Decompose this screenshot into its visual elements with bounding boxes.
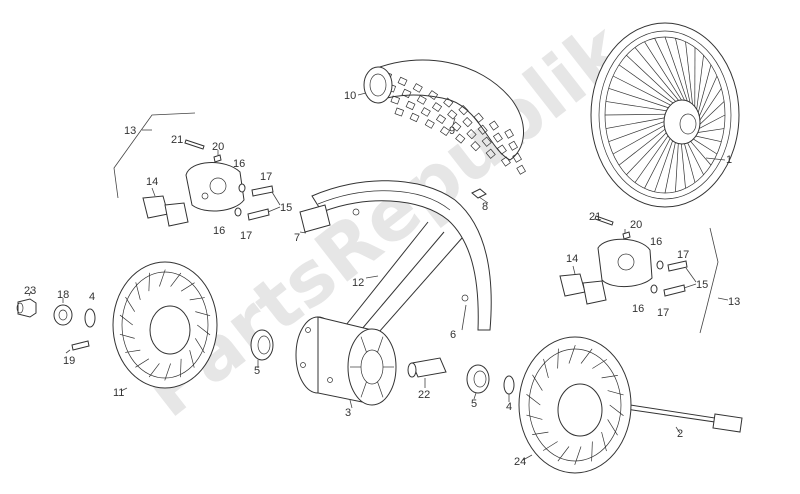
part-18-bushing[interactable] [53,304,73,326]
part-21-pin-left[interactable] [184,139,205,150]
part-21-pin-right[interactable] [594,215,614,226]
callout-4: 4 [506,401,512,413]
callout-1: 1 [726,154,732,166]
part-9-tyre[interactable] [371,59,526,175]
part-20-caliper-right[interactable] [597,231,653,287]
part-17-bolt-lower-left[interactable] [247,208,270,221]
callout-17: 17 [240,230,252,242]
callout-23: 23 [24,285,36,297]
part-4-washer-right[interactable] [503,375,515,395]
callout-4: 4 [89,291,95,303]
callout-6: 6 [450,329,456,341]
callout-16: 16 [233,158,245,170]
callout-22: 22 [418,389,430,401]
callout-14: 14 [146,176,158,188]
callout-19: 19 [63,355,75,367]
part-5-bearing-right[interactable] [466,364,490,394]
group-13-bracket-right [699,227,719,334]
part-5-bearing-left[interactable] [250,329,274,361]
part-17-bolt-upper-right[interactable] [667,260,688,272]
part-11-brake-disc[interactable] [112,261,218,389]
callout-11: 11 [113,387,124,399]
callout-5: 5 [254,365,260,377]
callout-20: 20 [630,219,642,231]
part-4-washer-left[interactable] [84,308,96,328]
callout-2: 2 [677,428,683,440]
callout-3: 3 [345,407,351,419]
callout-17: 17 [677,249,689,261]
callout-16: 16 [632,303,644,315]
callout-13: 13 [124,125,136,137]
callout-15: 15 [280,202,292,214]
part-14-pads-right[interactable] [559,273,607,305]
part-17-bolt-lower-right[interactable] [663,284,686,297]
part-8-bolt[interactable] [471,188,489,204]
callout-17: 17 [260,171,272,183]
part-10-tube[interactable] [363,66,393,104]
part-24-brake-disc[interactable] [518,336,632,474]
part-16-washer-upper-right[interactable] [656,260,664,270]
part-19-screw[interactable] [71,340,90,351]
part-22-spacer[interactable] [407,357,447,378]
callout-15: 15 [696,279,708,291]
part-3-hub[interactable] [295,316,397,406]
callout-7: 7 [294,232,300,244]
callout-8: 8 [482,201,488,213]
part-7-mudguard[interactable] [299,180,492,331]
callout-21: 21 [171,134,183,146]
group-13-bracket-left [113,112,196,199]
part-16-washer-upper-left[interactable] [238,183,246,193]
callout-9: 9 [449,125,455,137]
callout-21: 21 [589,211,601,223]
callout-16: 16 [650,236,662,248]
callout-20: 20 [212,141,224,153]
part-16-washer-lower-left[interactable] [234,207,242,217]
callout-13: 13 [728,296,740,308]
part-12-fork[interactable] [341,221,463,341]
part-1-wheel[interactable] [590,22,740,208]
callout-24: 24 [514,456,526,468]
callout-12: 12 [352,277,364,289]
callout-5: 5 [471,398,477,410]
callout-17: 17 [657,307,669,319]
part-23-nut[interactable] [16,298,37,318]
part-14-pads-left[interactable] [142,195,189,227]
part-16-washer-lower-right[interactable] [650,284,658,294]
callout-18: 18 [57,289,69,301]
callout-16: 16 [213,225,225,237]
callout-14: 14 [566,253,578,265]
callout-10: 10 [344,90,356,102]
part-17-bolt-upper-left[interactable] [251,185,274,197]
